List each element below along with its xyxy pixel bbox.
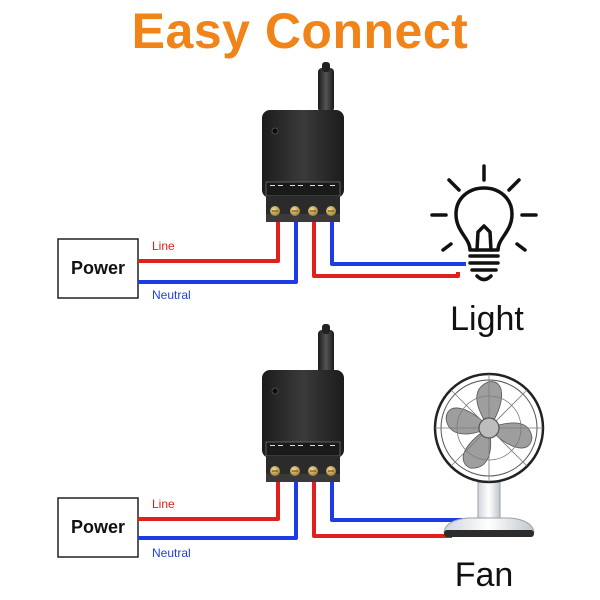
antenna-tip — [322, 62, 330, 72]
antenna — [318, 68, 334, 112]
module-body — [262, 370, 344, 458]
module-led — [271, 387, 279, 395]
relay-module — [262, 324, 344, 482]
power-box — [57, 238, 139, 299]
terminal-block-lower — [266, 214, 340, 222]
module-led — [271, 127, 279, 135]
line-label: Line — [152, 497, 175, 511]
power-box — [57, 497, 139, 558]
fan-icon — [433, 372, 545, 537]
neutral-label: Neutral — [152, 288, 191, 302]
module-body — [262, 110, 344, 198]
neutral-wire — [138, 482, 462, 540]
power-label: Power — [71, 258, 125, 278]
line-label: Line — [152, 239, 175, 253]
terminal-label-strip — [265, 441, 341, 457]
circuit-fan: Power Line Neutral — [57, 324, 545, 594]
load-label: Fan — [455, 556, 514, 594]
antenna — [318, 330, 334, 374]
terminal-label-strip — [265, 181, 341, 197]
antenna-tip — [322, 324, 330, 334]
load-label: Light — [450, 300, 524, 338]
relay-module — [262, 62, 344, 222]
terminal-markings — [270, 185, 335, 186]
terminal-block-lower — [266, 474, 340, 482]
circuit-light: Power Line Neutral — [57, 62, 538, 338]
line-wire — [138, 482, 452, 538]
light-bulb-icon — [430, 164, 538, 282]
terminal-markings — [270, 445, 335, 446]
neutral-label: Neutral — [152, 546, 191, 560]
neutral-wire — [138, 222, 466, 284]
page-title: Easy Connect — [131, 3, 469, 59]
power-label: Power — [71, 517, 125, 537]
line-wire — [138, 222, 460, 278]
